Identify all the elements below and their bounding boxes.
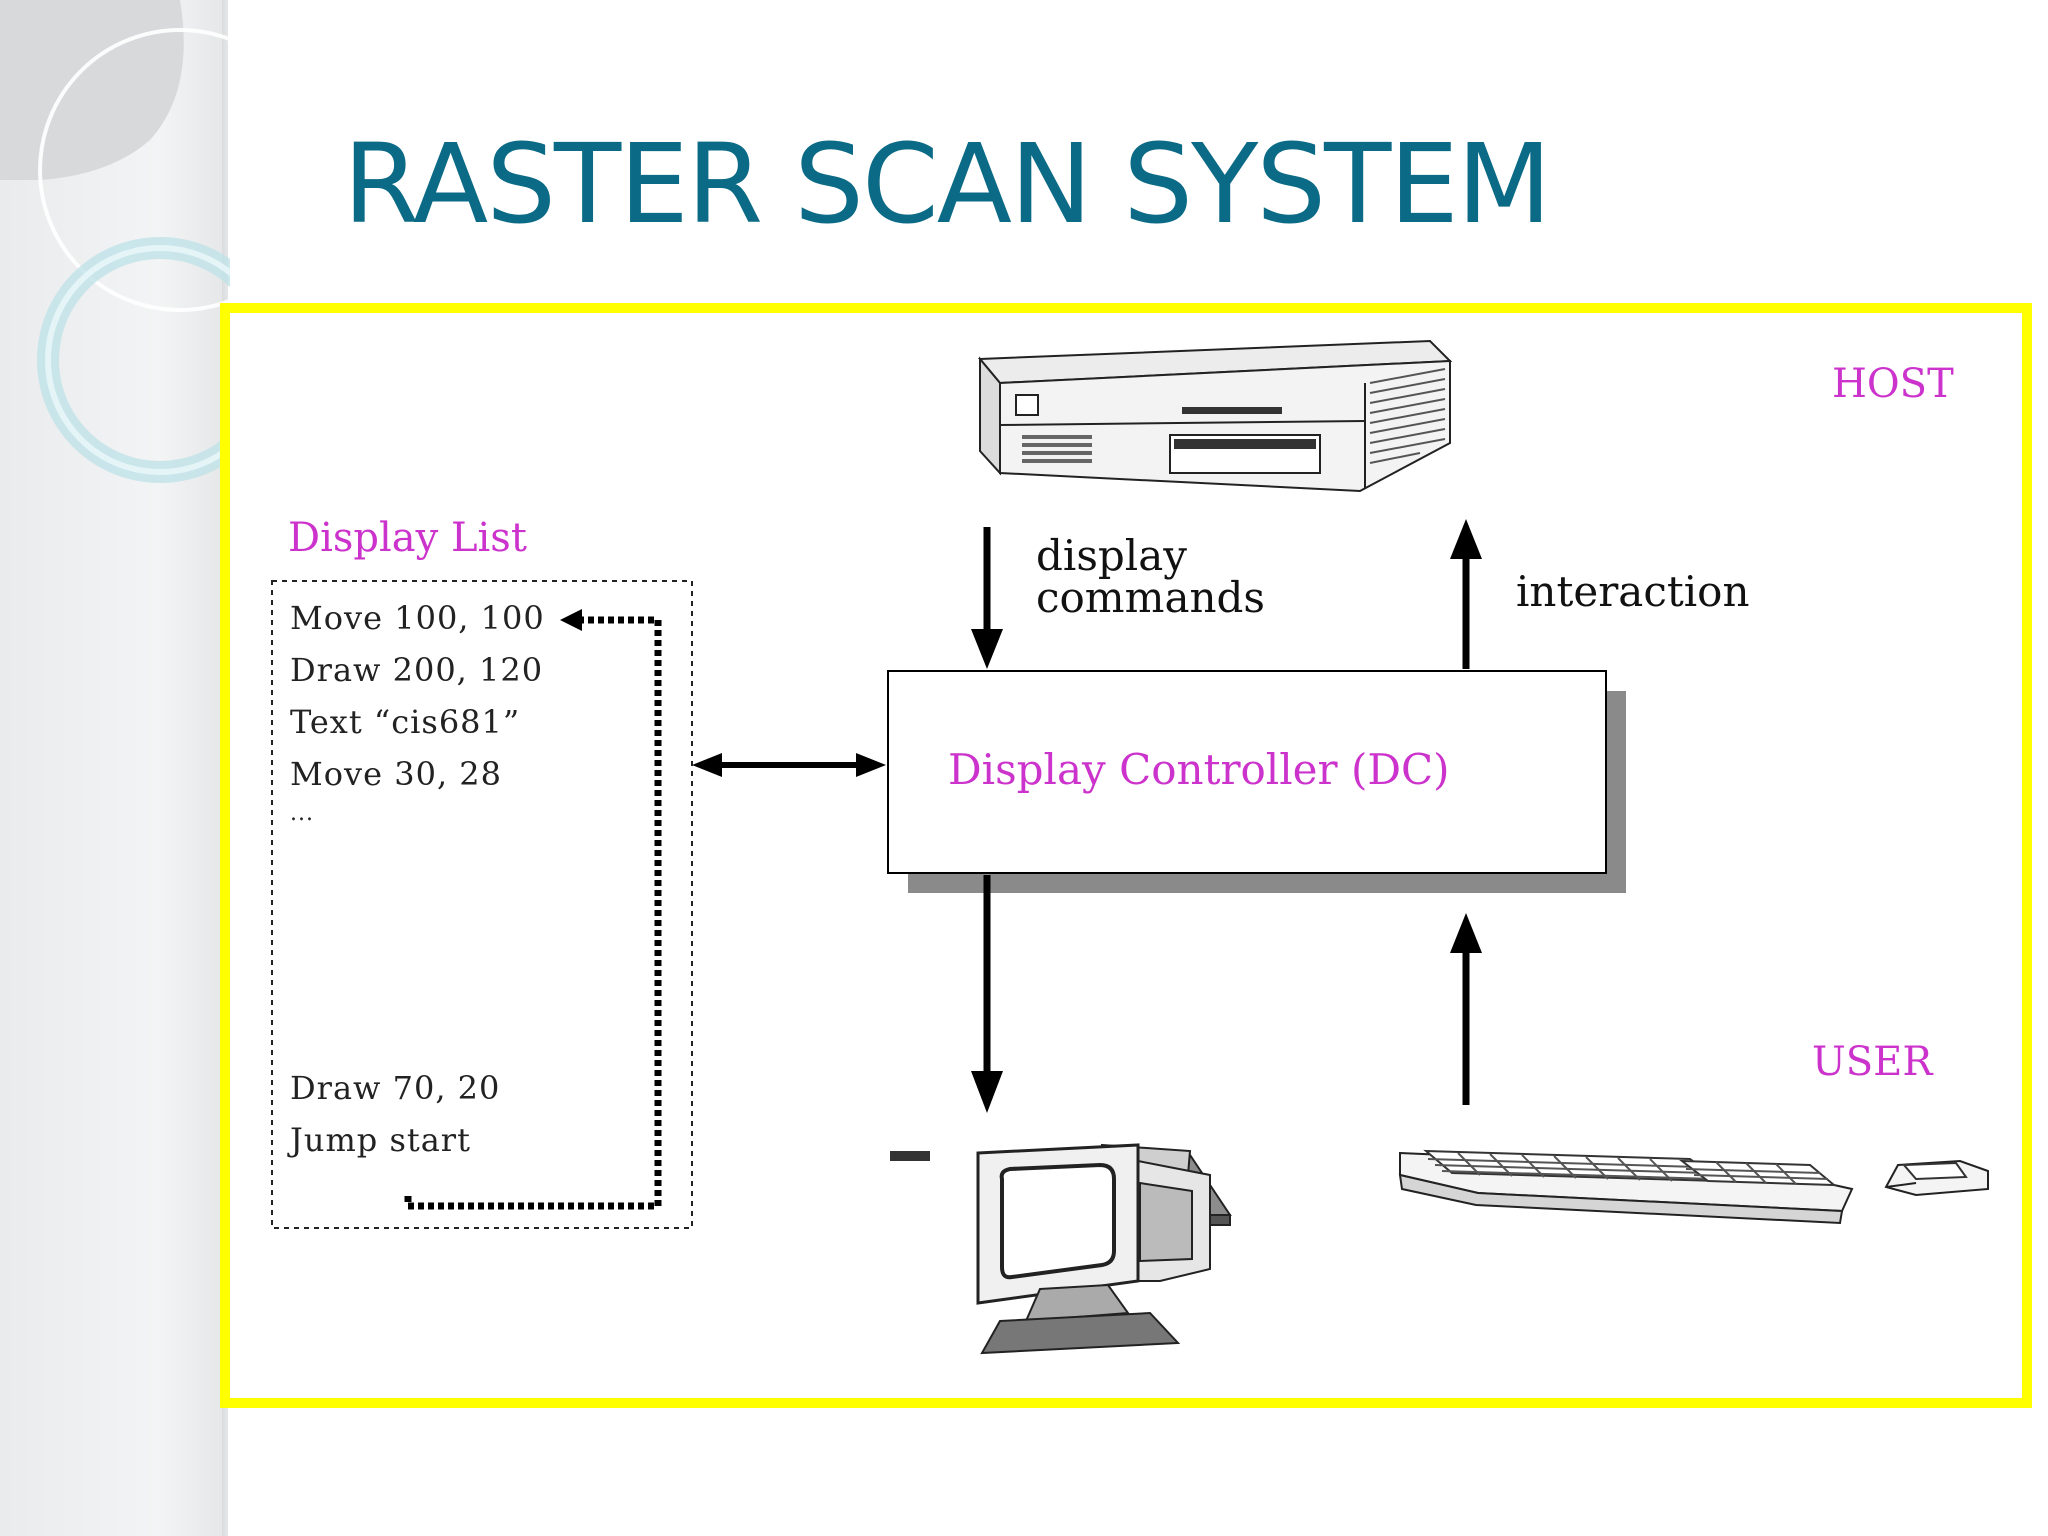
display-list-item: Draw 200, 120 xyxy=(290,651,544,689)
jump-loop-arrow xyxy=(404,616,662,1210)
interaction-arrowhead xyxy=(1450,519,1482,559)
user-label: USER xyxy=(1812,1039,1933,1085)
display-list-item: Move 100, 100 xyxy=(290,599,545,637)
controller-monitor-arrowhead xyxy=(971,1071,1003,1113)
raster-scan-diagram xyxy=(271,339,1989,1355)
display-list-item: ... xyxy=(290,801,314,826)
host-computer-icon xyxy=(977,339,1453,493)
display-controller-box xyxy=(887,670,1607,874)
display-list-box xyxy=(271,580,693,1229)
display-commands-line: commands xyxy=(1036,573,1265,622)
mouse-icon xyxy=(1884,1159,1989,1197)
display-commands-label: display commands xyxy=(1036,535,1265,619)
ring-circle xyxy=(37,237,230,483)
display-commands-line: display xyxy=(1036,531,1187,580)
corner-shape xyxy=(0,0,184,180)
host-label: HOST xyxy=(1832,361,1954,407)
user-controller-arrowhead xyxy=(1450,913,1482,953)
display-list-item: Move 30, 28 xyxy=(290,755,502,793)
jump-loop-arrowhead xyxy=(560,609,582,631)
slide-title: RASTER SCAN SYSTEM xyxy=(343,120,1552,248)
ring-highlight xyxy=(45,245,230,475)
decorative-circles xyxy=(0,0,230,483)
arrowhead-right xyxy=(856,753,886,777)
display-list-item: Text “cis681” xyxy=(290,703,521,741)
display-controller-label: Display Controller (DC) xyxy=(948,745,1450,794)
keyboard-icon xyxy=(1398,1149,1854,1225)
display-list-item: Draw 70, 20 xyxy=(290,1069,501,1107)
display-list-label: Display List xyxy=(288,515,527,561)
display-commands-arrowhead xyxy=(971,629,1003,669)
diagram-frame: HOST USER Display List Move 100, 100 Dra… xyxy=(220,303,2032,1408)
interaction-label: interaction xyxy=(1516,567,1750,616)
arrowhead-left xyxy=(692,753,722,777)
display-list-item: Jump start xyxy=(290,1121,471,1159)
crt-monitor-icon xyxy=(890,1143,1232,1355)
outline-circle xyxy=(38,28,230,312)
